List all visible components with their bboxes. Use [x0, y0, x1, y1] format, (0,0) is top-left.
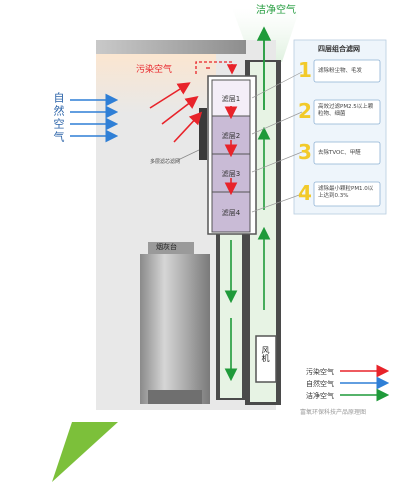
footer-caption: 富氧环保科技产品原理图 — [300, 409, 367, 416]
filter-panel-leader — [177, 149, 200, 161]
intake-column-inner — [220, 234, 242, 398]
filter-label-1: 滤层1 — [221, 95, 241, 103]
step-number-1: 1 — [298, 58, 312, 82]
step-number-4: 4 — [298, 181, 312, 205]
step-leader — [251, 71, 303, 99]
step-box-1 — [313, 59, 381, 83]
legend-label-polluted: 污染空气 — [306, 368, 334, 376]
stand-top — [148, 242, 194, 254]
step-box-3 — [313, 141, 381, 165]
polluted-air-duct-path — [195, 61, 238, 75]
legend-label-natural: 自然空气 — [306, 380, 334, 388]
filter-label-4: 滤层4 — [221, 209, 241, 217]
clean-air-title: 洁净空气 — [256, 5, 296, 16]
filter-panel — [199, 108, 207, 160]
step-box-4 — [313, 181, 381, 207]
step-text-1: 滤除粉尘物、毛发 — [318, 68, 363, 74]
stand-base — [148, 390, 202, 404]
ceiling-beam — [96, 40, 246, 54]
step-text-4: 滤除最小颗粒PM1.0以上达到0.3% — [318, 186, 374, 200]
legend-label-clean: 洁净空气 — [306, 392, 334, 400]
step-number-3: 3 — [298, 140, 312, 164]
step-box-2 — [313, 99, 381, 125]
step-number-2: 2 — [298, 99, 312, 123]
step-leader — [251, 151, 303, 173]
fan-label: 风机 — [261, 346, 270, 362]
fan-unit — [255, 335, 277, 383]
natural-air-label: 自然空气 — [52, 92, 65, 144]
green-chevron-icon — [52, 422, 118, 482]
step-leader — [251, 111, 303, 135]
filter-label-2: 滤层2 — [221, 132, 241, 140]
filter-layer-4 — [211, 191, 251, 233]
step-text-3: 去除TVOC、甲醛 — [318, 150, 361, 156]
polluted-air-arrow — [149, 82, 191, 109]
panel-title: 四层组合滤网 — [318, 45, 360, 53]
stand-label: 烟灰台 — [156, 243, 177, 251]
polluted-air-arrow — [173, 111, 203, 143]
step-leader — [251, 193, 303, 213]
filter-label-3: 滤层3 — [221, 170, 241, 178]
polluted-air-arrow — [161, 96, 199, 125]
polluted-air-label: 污染空气 — [136, 65, 173, 75]
step-text-2: 高效过滤PM2.5以上颗粒物、细菌 — [318, 104, 374, 118]
filter-panel-label: 多层滤芯滤网 — [150, 159, 181, 165]
stand-body — [140, 254, 210, 404]
